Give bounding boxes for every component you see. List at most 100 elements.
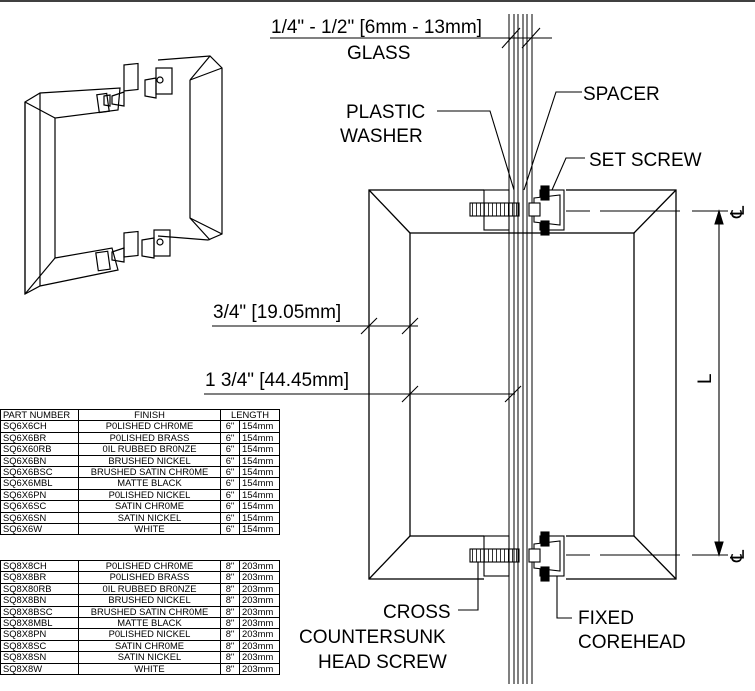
length-mm-cell: 154mm: [239, 431, 280, 445]
finish-cell: P0LISHED CHR0ME: [78, 420, 221, 433]
length-mm-cell: 154mm: [239, 454, 280, 468]
length-in-cell: 8": [220, 617, 240, 630]
header-finish: FINISH: [78, 408, 221, 422]
length-in-cell: 8": [220, 628, 240, 641]
length-in-cell: 6": [220, 443, 240, 456]
length-in-cell: 6": [220, 511, 240, 525]
header-length: LENGTH: [220, 408, 280, 422]
fixed-corehead-label-2: COREHEAD: [578, 632, 686, 653]
finish-cell: P0LISHED BRASS: [78, 571, 221, 584]
plastic-washer-label-2: WASHER: [340, 126, 423, 147]
length-mm-cell: 203mm: [239, 571, 280, 584]
finish-cell: BRUSHED NICKEL: [78, 594, 221, 607]
length-in-cell: 8": [220, 651, 240, 664]
finish-cell: 0IL RUBBED BR0NZE: [78, 582, 221, 596]
length-mm-cell: 154mm: [239, 523, 280, 536]
length-mm-cell: 203mm: [239, 559, 280, 573]
finish-cell: 0IL RUBBED BR0NZE: [78, 443, 221, 456]
callout-labels: 1/4" - 1/2" [6mm - 13mm] GLASS PLASTIC W…: [205, 17, 749, 673]
length-mm-cell: 154mm: [239, 500, 280, 513]
length-in-cell: 6": [220, 500, 240, 513]
set-screw-label: SET SCREW: [589, 150, 702, 171]
exploded-handle-view: [24, 55, 223, 295]
bottom-fastener: [469, 531, 565, 582]
cross-screw-label-3: HEAD SCREW: [318, 652, 447, 673]
part-number-cell: SQ6X60RB: [0, 443, 79, 456]
table-header-row: PART NUMBER FINISH LENGTH: [0, 408, 280, 422]
finish-cell: P0LISHED CHR0ME: [78, 559, 221, 573]
finish-cell: P0LISHED NICKEL: [78, 628, 221, 641]
length-in-cell: 8": [220, 639, 240, 653]
top-fastener: [469, 185, 565, 236]
part-number-cell: SQ6X6PN: [0, 488, 79, 502]
length-mm-cell: 203mm: [239, 639, 280, 653]
finish-cell: BRUSHED SATIN CHR0ME: [78, 605, 221, 619]
glass-section: [484, 14, 566, 684]
part-number-cell: SQ8X8BSC: [0, 605, 79, 619]
dim-width-label: 3/4" [19.05mm]: [213, 302, 341, 323]
length-in-cell: 8": [220, 594, 240, 607]
length-mm-cell: 154mm: [239, 511, 280, 525]
length-mm-cell: 203mm: [239, 594, 280, 607]
part-number-cell: SQ6X6BN: [0, 454, 79, 468]
length-mm-cell: 154mm: [239, 488, 280, 502]
part-number-cell: SQ8X80RB: [0, 582, 79, 596]
finish-cell: SATIN NICKEL: [78, 511, 221, 525]
length-in-cell: 8": [220, 559, 240, 573]
part-number-cell: SQ8X8BN: [0, 594, 79, 607]
finish-cell: P0LISHED BRASS: [78, 431, 221, 445]
length-in-cell: 8": [220, 582, 240, 596]
part-number-cell: SQ6X6MBL: [0, 477, 79, 490]
length-in-cell: 6": [220, 523, 240, 536]
length-mm-cell: 154mm: [239, 466, 280, 479]
length-mm-cell: 203mm: [239, 605, 280, 619]
centerline-bottom-symbol: ℄: [728, 549, 749, 563]
length-mm-cell: 203mm: [239, 662, 280, 676]
glass-size-label: 1/4" - 1/2" [6mm - 13mm]: [271, 17, 482, 38]
length-in-cell: 6": [220, 454, 240, 468]
spacer-label: SPACER: [583, 84, 660, 105]
length-mm-cell: 154mm: [239, 477, 280, 490]
length-in-cell: 6": [220, 466, 240, 479]
finish-cell: SATIN NICKEL: [78, 651, 221, 664]
part-number-cell: SQ6X6SC: [0, 500, 79, 513]
finish-cell: BRUSHED SATIN CHR0ME: [78, 466, 221, 479]
length-in-cell: 6": [220, 477, 240, 490]
length-label: L: [695, 373, 716, 384]
length-mm-cell: 154mm: [239, 443, 280, 456]
part-number-cell: SQ8X8PN: [0, 628, 79, 641]
length-in-cell: 8": [220, 662, 240, 676]
length-in-cell: 8": [220, 571, 240, 584]
length-in-cell: 8": [220, 605, 240, 619]
part-number-cell: SQ6X6BR: [0, 431, 79, 445]
part-number-cell: SQ8X8SN: [0, 651, 79, 664]
part-number-cell: SQ6X6BSC: [0, 466, 79, 479]
part-number-cell: SQ8X8BR: [0, 571, 79, 584]
cross-screw-label-1: CROSS: [383, 602, 451, 623]
finish-cell: WHITE: [78, 662, 221, 676]
cross-screw-label-2: COUNTERSUNK: [299, 627, 446, 648]
finish-cell: MATTE BLACK: [78, 617, 221, 630]
part-number-cell: SQ6X6SN: [0, 511, 79, 525]
length-mm-cell: 203mm: [239, 628, 280, 641]
part-number-cell: SQ8X8SC: [0, 639, 79, 653]
length-in-cell: 6": [220, 431, 240, 445]
